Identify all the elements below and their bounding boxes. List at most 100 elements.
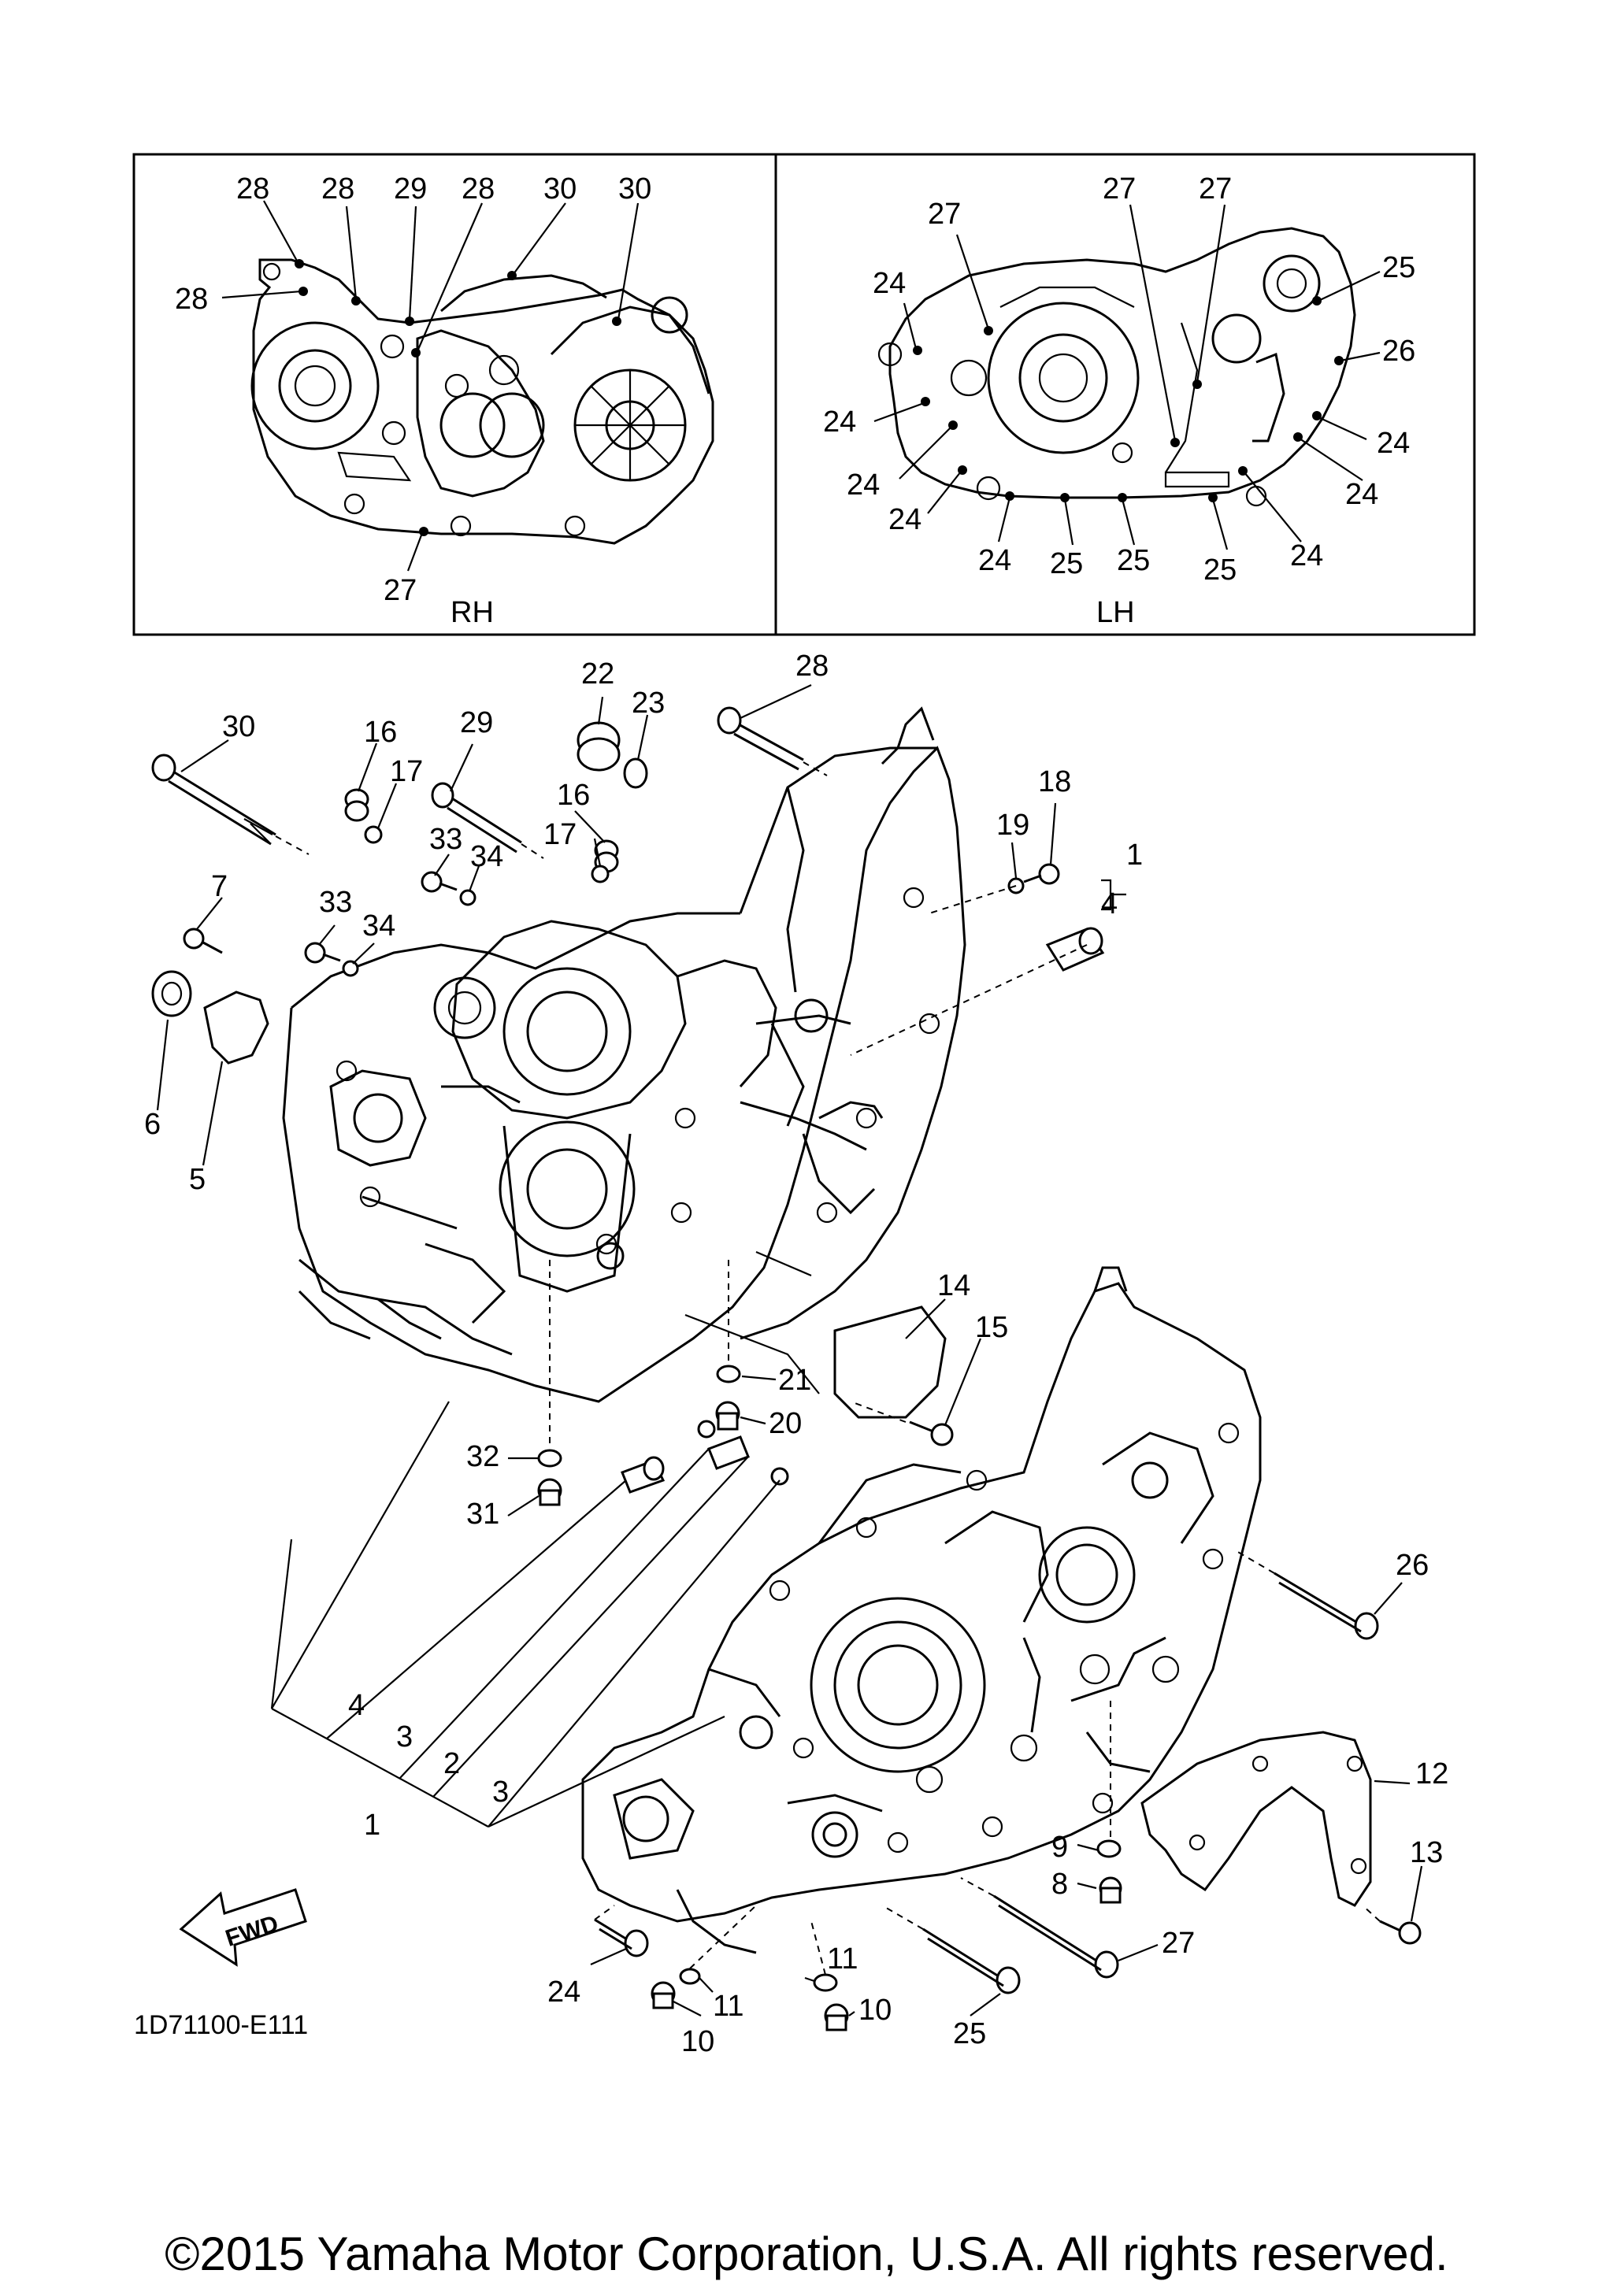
callout-label: 32	[466, 1440, 499, 1473]
callout-label: 15	[975, 1311, 1008, 1344]
callout-label: 33	[429, 823, 462, 856]
callout-label: 19	[996, 809, 1029, 842]
fasteners	[151, 706, 1422, 2031]
callout-label: 4	[348, 1689, 365, 1722]
plug-20-shape	[715, 1401, 740, 1431]
washer-9-shape	[1096, 1839, 1122, 1858]
copyright-notice: ©2015 Yamaha Motor Corporation, U.S.A. A…	[165, 2227, 1448, 2280]
inset-label: 25	[1117, 544, 1150, 577]
inset-label: 28	[236, 172, 269, 206]
bolt-8-shape	[1099, 1876, 1122, 1904]
callout-label: 30	[222, 710, 255, 743]
callout-label: 1	[364, 1809, 380, 1842]
callout-label: 26	[1396, 1549, 1429, 1582]
bolt-26-shape	[1274, 1572, 1379, 1640]
washer-21-shape	[716, 1365, 741, 1383]
callout-label: 28	[795, 650, 829, 683]
bolt-28-shape	[717, 706, 804, 771]
callout-label: 16	[557, 779, 590, 812]
inset-label: 30	[543, 172, 577, 206]
inset-label: 25	[1382, 251, 1415, 284]
fwd-label: FWD	[222, 1910, 281, 1951]
inset-label: 27	[1199, 172, 1232, 206]
inset-label: 25	[1203, 554, 1237, 587]
callout-label: 4	[1101, 887, 1118, 920]
callout-label: 11	[713, 1990, 743, 2023]
callout-label: 34	[362, 909, 395, 942]
callout-label: 29	[460, 706, 493, 739]
callout-label: 23	[632, 687, 665, 720]
callout-label: 7	[211, 870, 228, 903]
inset-leader-lines	[221, 200, 1381, 572]
plug-10a-shape	[651, 1981, 676, 2009]
callout-label: 27	[1162, 1927, 1195, 1960]
callout-label: 16	[364, 716, 397, 749]
callout-label: 14	[937, 1269, 970, 1302]
right-crankcase-half	[282, 706, 966, 1403]
main-leader-lines	[156, 684, 1423, 2016]
lh-caption: LH	[1096, 596, 1135, 629]
assembly-dashed-lines	[275, 761, 1381, 1976]
inset-label: 27	[928, 198, 961, 231]
callout-label: 1	[1126, 839, 1143, 872]
inset-label: 24	[1290, 539, 1323, 572]
callout-label: 21	[778, 1364, 811, 1397]
inset-label: 27	[1103, 172, 1136, 206]
plug-31-shape	[537, 1478, 562, 1506]
inset-label: 26	[1382, 335, 1415, 368]
seal-6-shape	[151, 970, 192, 1017]
inset-label: 27	[384, 574, 417, 607]
inset-label: 24	[847, 468, 880, 502]
callout-label: 12	[1415, 1757, 1448, 1791]
oring-17-shape	[364, 825, 383, 844]
callout-label: 6	[144, 1108, 161, 1141]
callout-label: 17	[543, 818, 577, 851]
bolt-27-shape	[993, 1894, 1119, 1979]
inset-label: 24	[978, 544, 1011, 577]
inset-label: 24	[823, 406, 856, 439]
inset-label: 29	[394, 172, 427, 206]
bolt-24-shape	[594, 1918, 649, 1957]
rh-crankcase-drawing	[250, 258, 714, 545]
main-callout-labels: 30 16 17 29 22 23 28 18 1 19 4 16 17 33 …	[144, 650, 1448, 2058]
inset-label: 24	[873, 267, 906, 300]
callout-label: 34	[470, 840, 503, 873]
inset-label: 24	[888, 503, 921, 536]
bolt-7-shape	[183, 928, 223, 954]
inset-label: 28	[175, 283, 208, 316]
dowel-lower-shapes	[621, 1420, 789, 1494]
cover-plate-12	[1140, 1731, 1372, 1907]
assembly-1-bracket	[270, 1250, 820, 1828]
dowel-4-shape	[1045, 927, 1105, 972]
inset-labels: 28 28 28 29 28 30 30 27 RH 27 27 27 24 2…	[175, 172, 1415, 629]
callout-label: 10	[681, 2025, 714, 2058]
diagram-code: 1D71100-E111	[134, 2010, 308, 2040]
bolt-15-shape	[909, 1420, 954, 1446]
plug-22-shape	[577, 721, 621, 772]
callout-label: 17	[390, 755, 423, 788]
left-crankcase-half	[581, 1266, 1262, 1954]
oring-23-shape	[623, 757, 648, 789]
callout-label: 33	[319, 886, 352, 919]
callout-label: 9	[1051, 1831, 1068, 1864]
inset-label: 24	[1377, 427, 1410, 460]
plate-5-shape	[203, 991, 269, 1065]
callout-label: 2	[443, 1747, 460, 1780]
inset-frame	[132, 153, 1476, 636]
bolt-29-shape	[431, 782, 522, 854]
callout-label: 8	[1051, 1868, 1068, 1901]
callout-label: 10	[858, 1994, 892, 2027]
screw-33-34-shapes	[304, 871, 476, 977]
callout-label: 25	[953, 2017, 986, 2050]
bolt-18-19-shapes	[1007, 863, 1060, 894]
oring-17b-shape	[591, 865, 610, 883]
inset-label: 25	[1050, 547, 1083, 580]
callout-label: 18	[1038, 765, 1071, 798]
washer-11a-shape	[679, 1968, 701, 1985]
guide-plate-14	[833, 1305, 947, 1419]
plug-10b-shape	[824, 2003, 849, 2031]
callout-label: 24	[547, 1976, 580, 2009]
callout-label: 13	[1410, 1836, 1443, 1869]
callout-label: 11	[827, 1942, 858, 1976]
